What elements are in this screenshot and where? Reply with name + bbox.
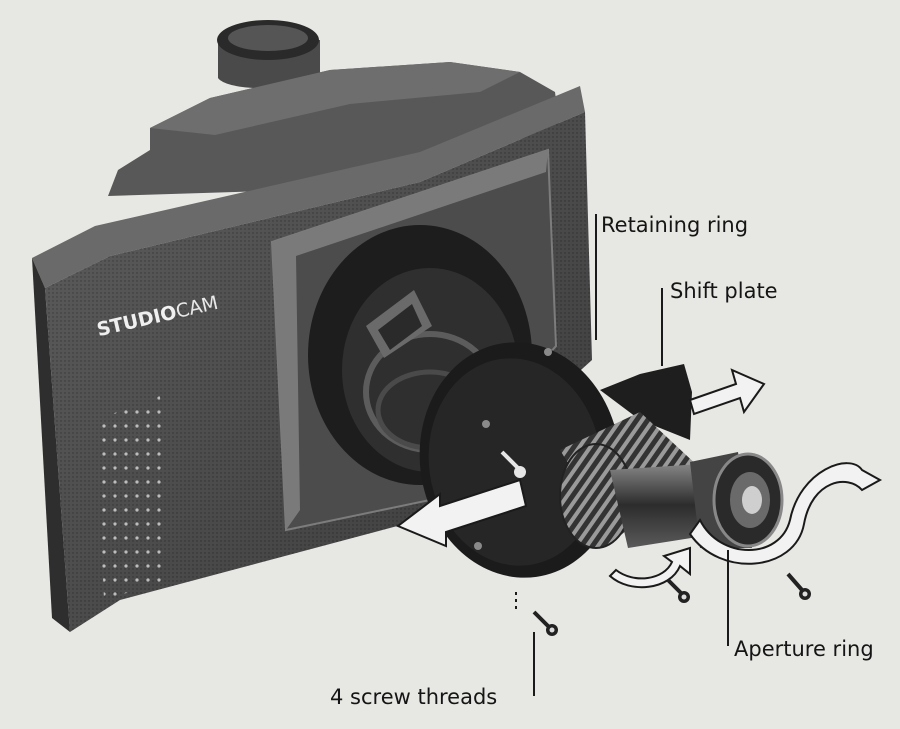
camera-top-ledge [32,86,585,288]
screw-icon [666,578,690,603]
ring-screw-hole-icon [474,542,482,550]
camera-left-edge [32,258,70,632]
rotate-arrow-small-icon [608,546,691,589]
speaker-grille [96,396,168,600]
label-aperture-ring: Aperture ring [734,637,874,661]
camera-top-knob [217,20,320,89]
camera-panel-bevel [272,150,548,530]
shift-arrow-right-icon [688,368,766,416]
label-screw-threads: 4 screw threads [330,685,497,709]
lens-assembly [559,412,784,549]
shift-plate [600,364,692,440]
ring-screw-icon [500,450,526,478]
leader-lines [515,214,729,696]
screw-icon [532,610,558,636]
ring-screw-hole-icon [482,420,490,428]
rotate-arrow-icon [688,462,883,565]
label-shift-plate: Shift plate [670,279,778,303]
camera-top-highlight [150,62,520,135]
label-retaining-ring: Retaining ring [601,213,748,237]
shift-arrow-left-icon [396,478,528,548]
ring-screw-hole-icon [544,348,552,356]
screw-icon [786,572,811,600]
